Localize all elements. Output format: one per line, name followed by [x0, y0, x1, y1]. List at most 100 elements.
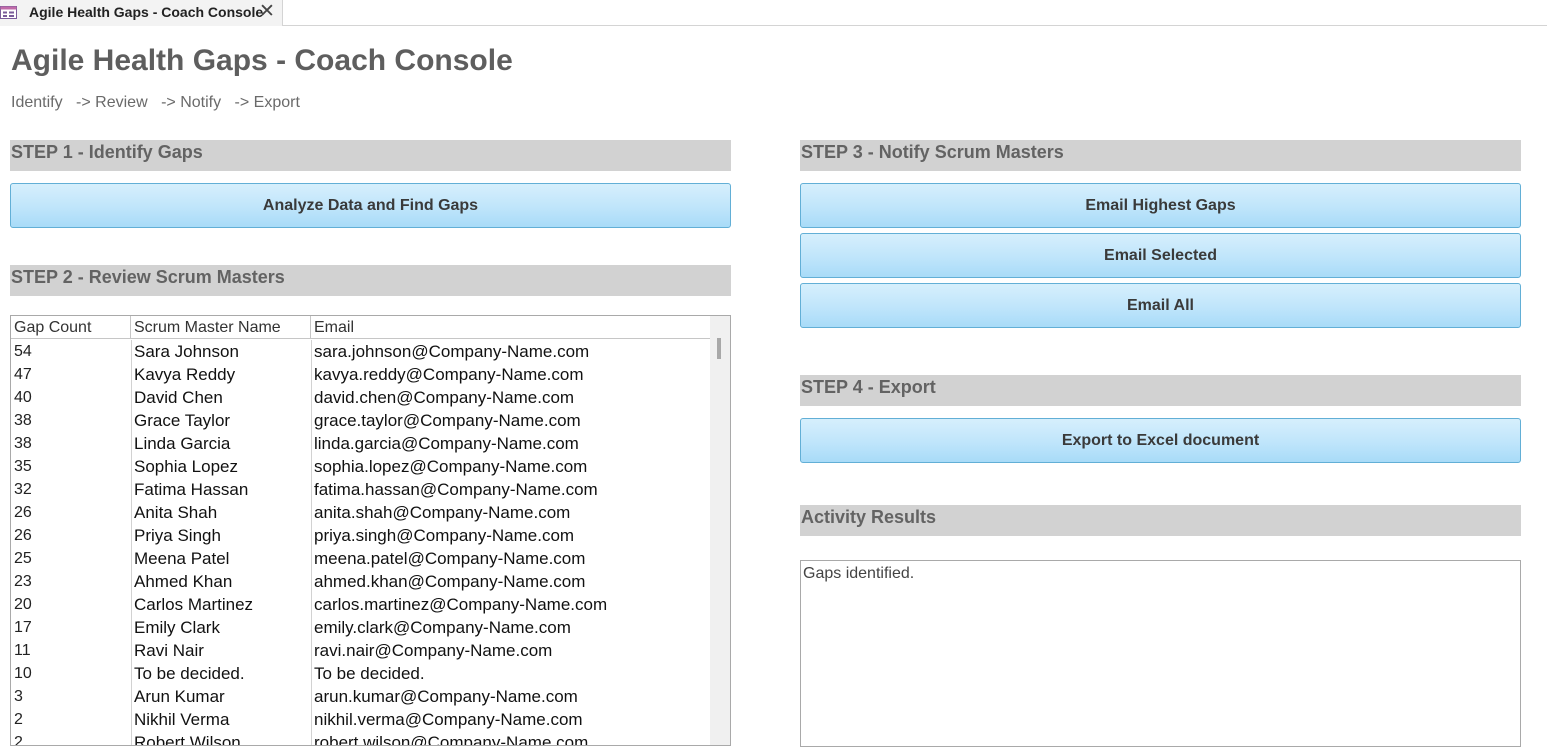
cell-email: grace.taylor@Company-Name.com: [314, 411, 581, 430]
table-row[interactable]: 11 Ravi Nair ravi.nair@Company-Name.com: [11, 639, 711, 662]
cell-email: sara.johnson@Company-Name.com: [314, 342, 590, 361]
vertical-scrollbar[interactable]: [710, 316, 730, 745]
table-row[interactable]: 54 Sara Johnson sara.johnson@Company-Name.…: [11, 340, 711, 363]
email-highest-gaps-button[interactable]: Email Highest Gaps: [800, 183, 1521, 228]
cell-scrum-master-name: Ravi Nair: [134, 641, 204, 660]
cell-gap-count: 32: [14, 481, 32, 498]
step3-header: STEP 3 - Notify Scrum Masters: [800, 140, 1521, 171]
table-row[interactable]: 2 Nikhil Verma nikhil.verma@Company-Name.c…: [11, 708, 711, 731]
cell-scrum-master-name: David Chen: [134, 388, 223, 407]
cell-gap-count: 40: [14, 389, 32, 406]
column-header-email[interactable]: Email: [314, 319, 355, 336]
cell-scrum-master-name: Linda Garcia: [134, 434, 231, 453]
table-row[interactable]: 23 Ahmed Khan ahmed.khan@Company-Name.com: [11, 570, 711, 593]
step4-header: STEP 4 - Export: [800, 375, 1521, 406]
cell-gap-count: 11: [14, 642, 31, 659]
cell-scrum-master-name: Sara Johnson: [134, 342, 239, 361]
cell-scrum-master-name: Priya Singh: [134, 526, 221, 545]
table-row[interactable]: 17 Emily Clark emily.clark@Company-Name.co…: [11, 616, 711, 639]
cell-gap-count: 54: [14, 343, 32, 360]
cell-gap-count: 35: [14, 458, 32, 475]
cell-email: robert.wilson@Company-Name.com: [314, 733, 589, 746]
cell-email: anita.shah@Company-Name.com: [314, 503, 571, 522]
cell-scrum-master-name: Robert Wilson: [134, 733, 241, 746]
activity-results-text: Gaps identified.: [803, 565, 915, 582]
document-tab[interactable]: Agile Health Gaps - Coach Console ✕: [0, 0, 283, 26]
cell-scrum-master-name: Anita Shah: [134, 503, 218, 522]
cell-email: ahmed.khan@Company-Name.com: [314, 572, 586, 591]
cell-gap-count: 26: [14, 504, 32, 521]
close-icon[interactable]: ✕: [259, 1, 275, 22]
cell-email: ravi.nair@Company-Name.com: [314, 641, 553, 660]
column-header-scrum-master-name[interactable]: Scrum Master Name: [131, 316, 311, 339]
cell-email: kavya.reddy@Company-Name.com: [314, 365, 584, 384]
activity-results-header: Activity Results: [800, 505, 1521, 536]
breadcrumb-notify: -> Notify: [161, 94, 222, 111]
email-selected-button[interactable]: Email Selected: [800, 233, 1521, 278]
cell-scrum-master-name: To be decided.: [134, 664, 245, 683]
column-header-gap-count[interactable]: Gap Count: [11, 316, 131, 339]
table-row[interactable]: 10 To be decided. To be decided.: [11, 662, 711, 685]
cell-scrum-master-name: Carlos Martinez: [134, 595, 254, 614]
tab-title: Agile Health Gaps - Coach Console: [29, 4, 264, 20]
step1-header: STEP 1 - Identify Gaps: [10, 140, 731, 171]
table-row[interactable]: 26 Anita Shah anita.shah@Company-Name.com: [11, 501, 711, 524]
cell-gap-count: 20: [14, 596, 32, 613]
table-row[interactable]: 38 Linda Garcia linda.garcia@Company-Name.…: [11, 432, 711, 455]
cell-gap-count: 23: [14, 573, 32, 590]
step2-header: STEP 2 - Review Scrum Masters: [10, 265, 731, 296]
cell-email: david.chen@Company-Name.com: [314, 388, 575, 407]
cell-scrum-master-name: Grace Taylor: [134, 411, 231, 430]
cell-email: nikhil.verma@Company-Name.com: [314, 710, 583, 729]
table-row[interactable]: 20 Carlos Martinez carlos.martinez@Company…: [11, 593, 711, 616]
cell-gap-count: 26: [14, 527, 32, 544]
cell-gap-count: 10: [14, 665, 32, 682]
table-row[interactable]: 38 Grace Taylor grace.taylor@Company-Name.…: [11, 409, 711, 432]
export-excel-button[interactable]: Export to Excel document: [800, 418, 1521, 463]
cell-gap-count: 2: [14, 711, 23, 728]
cell-scrum-master-name: Ahmed Khan: [134, 572, 233, 591]
analyze-data-button[interactable]: Analyze Data and Find Gaps: [10, 183, 731, 228]
cell-gap-count: 17: [14, 619, 32, 636]
cell-email: meena.patel@Company-Name.com: [314, 549, 586, 568]
table-header: Gap Count Scrum Master Name Email: [11, 316, 711, 339]
breadcrumb: Identify -> Review -> Notify -> Export: [11, 94, 309, 112]
activity-results-box[interactable]: Gaps identified.: [800, 560, 1521, 747]
scrum-masters-list[interactable]: Gap Count Scrum Master Name Email 54 Sara…: [10, 315, 731, 746]
column-divider: [131, 340, 132, 745]
cell-scrum-master-name: Emily Clark: [134, 618, 220, 637]
cell-email: arun.kumar@Company-Name.com: [314, 687, 578, 706]
cell-scrum-master-name: Sophia Lopez: [134, 457, 238, 476]
table-row[interactable]: 40 David Chen david.chen@Company-Name.com: [11, 386, 711, 409]
cell-email: emily.clark@Company-Name.com: [314, 618, 571, 637]
document-tab-bar: Agile Health Gaps - Coach Console ✕: [0, 0, 1547, 26]
breadcrumb-export: -> Export: [234, 94, 300, 111]
cell-scrum-master-name: Nikhil Verma: [134, 710, 230, 729]
breadcrumb-identify: Identify: [11, 94, 63, 111]
table-body: 54 Sara Johnson sara.johnson@Company-Name.…: [11, 340, 711, 746]
cell-email: carlos.martinez@Company-Name.com: [314, 595, 608, 614]
cell-email: To be decided.: [314, 664, 425, 683]
cell-email: linda.garcia@Company-Name.com: [314, 434, 579, 453]
cell-gap-count: 3: [14, 688, 23, 705]
form-icon: [0, 6, 20, 20]
cell-scrum-master-name: Kavya Reddy: [134, 365, 236, 384]
cell-scrum-master-name: Meena Patel: [134, 549, 230, 568]
breadcrumb-review: -> Review: [76, 94, 148, 111]
table-row[interactable]: 47 Kavya Reddy kavya.reddy@Company-Name.co…: [11, 363, 711, 386]
cell-gap-count: 38: [14, 435, 32, 452]
column-divider: [311, 340, 312, 745]
scroll-thumb[interactable]: [717, 338, 721, 359]
cell-email: fatima.hassan@Company-Name.com: [314, 480, 598, 499]
cell-gap-count: 38: [14, 412, 32, 429]
email-all-button[interactable]: Email All: [800, 283, 1521, 328]
page-title: Agile Health Gaps - Coach Console: [11, 44, 513, 77]
cell-gap-count: 47: [14, 366, 32, 383]
